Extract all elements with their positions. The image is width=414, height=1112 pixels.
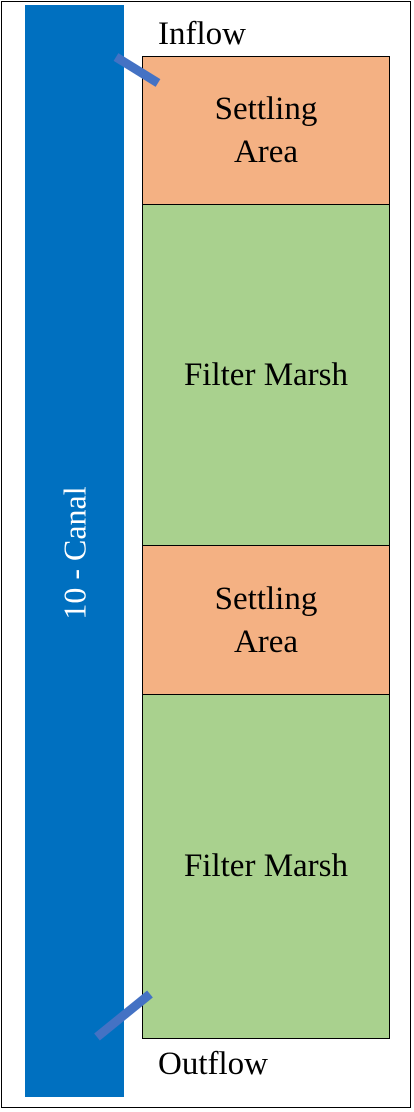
filter-marsh-top: Filter Marsh <box>142 204 390 547</box>
settling-area-top-line1: Settling <box>214 91 318 128</box>
outflow-label: Outflow <box>158 1046 268 1082</box>
filter-marsh-bottom-label: Filter Marsh <box>183 848 349 885</box>
settling-area-bottom-line1: Settling <box>214 580 318 617</box>
filter-marsh-bottom: Filter Marsh <box>142 694 390 1039</box>
canal-label: 10 - Canal <box>56 486 92 620</box>
settling-area-top: Settling Area <box>142 56 390 206</box>
canal: 10 - Canal <box>25 5 124 1097</box>
settling-area-bottom: Settling Area <box>142 545 390 696</box>
filter-marsh-top-label: Filter Marsh <box>183 357 349 394</box>
settling-area-bottom-line2: Area <box>233 623 299 660</box>
settling-area-top-line2: Area <box>233 134 299 170</box>
inflow-label: Inflow <box>158 16 246 52</box>
